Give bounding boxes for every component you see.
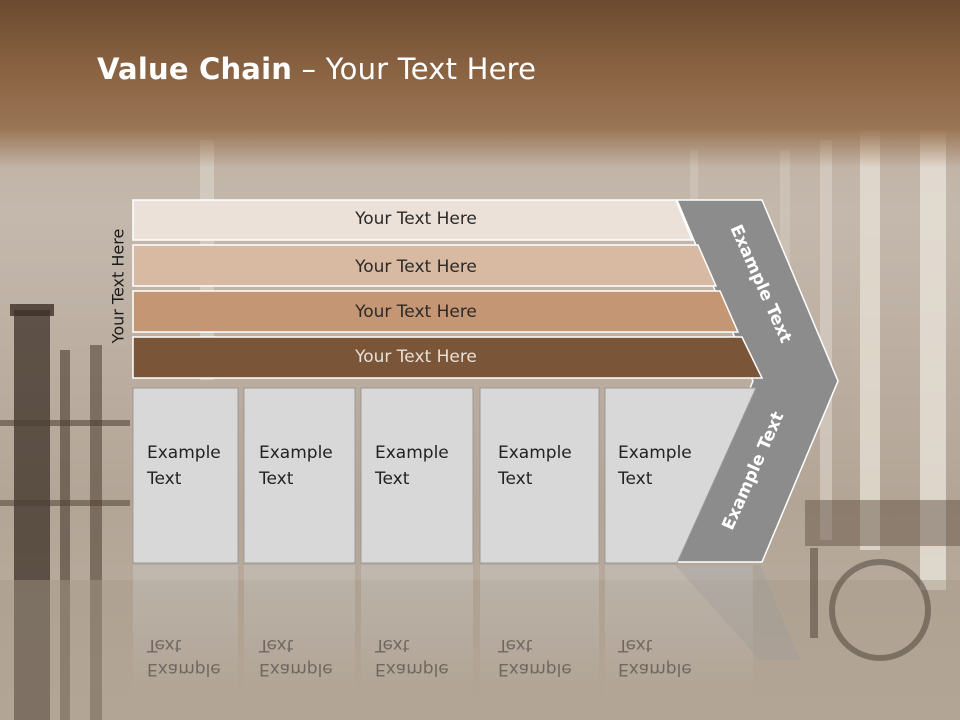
reflection-text-1a: Example	[147, 659, 221, 679]
reflection-text-2b: Text	[258, 635, 294, 655]
box-5-line-1: Example	[618, 443, 692, 463]
box-4-line-2: Text	[497, 469, 533, 489]
row-bar-2	[132, 244, 718, 287]
activity-box-2	[243, 387, 356, 564]
reflection-text-4b: Text	[497, 635, 533, 655]
box-1-line-2: Text	[146, 469, 182, 489]
row-bar-3	[132, 290, 740, 333]
reflection-text-3a: Example	[375, 659, 449, 679]
box-2-line-2: Text	[258, 469, 294, 489]
box-4-line-1: Example	[498, 443, 572, 463]
reflection-text-5a: Example	[618, 659, 692, 679]
box-3-line-2: Text	[374, 469, 410, 489]
row-label-3: Your Text Here	[354, 302, 477, 322]
reflection-text-4a: Example	[498, 659, 572, 679]
box-2-line-1: Example	[259, 443, 333, 463]
activity-box-4	[479, 387, 600, 564]
row-label-4: Your Text Here	[354, 347, 477, 367]
title-rest: – Your Text Here	[292, 52, 537, 86]
reflection-text-2a: Example	[259, 659, 333, 679]
reflection-text-3b: Text	[374, 635, 410, 655]
reflection-text-5b: Text	[617, 635, 653, 655]
reflection: Example Text Example Text Example Text E…	[133, 565, 800, 695]
slide-title: Value Chain – Your Text Here	[97, 52, 536, 86]
box-3-line-1: Example	[375, 443, 449, 463]
box-5-line-2: Text	[617, 469, 653, 489]
row-label-2: Your Text Here	[354, 257, 477, 277]
title-bold: Value Chain	[97, 52, 293, 86]
row-bar-4	[132, 336, 764, 379]
box-1-line-1: Example	[147, 443, 221, 463]
activity-box-1	[132, 387, 239, 564]
activity-box-3	[360, 387, 474, 564]
row-bar-1	[132, 199, 694, 241]
activity-box-5	[604, 387, 757, 564]
reflection-text-1b: Text	[146, 635, 182, 655]
row-label-1: Your Text Here	[354, 209, 477, 229]
